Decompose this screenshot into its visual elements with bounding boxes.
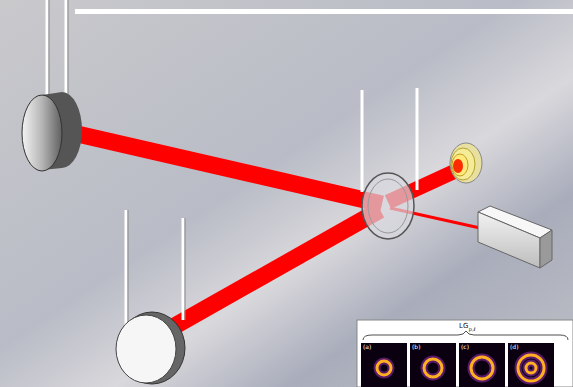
ring (518, 355, 544, 381)
ring (424, 359, 442, 377)
mirror (22, 0, 82, 171)
laser-beam (150, 210, 380, 340)
laser-source (478, 206, 552, 268)
beam-splitter (362, 88, 417, 239)
panel-label: (a) (363, 344, 371, 350)
ring-glow (377, 361, 391, 375)
ring-glow (471, 357, 493, 379)
ring-glow (518, 355, 544, 381)
mode-panel: (c) (459, 343, 505, 387)
mode-symbol: LG (459, 323, 468, 330)
top-bar (75, 9, 573, 14)
laser-beam (60, 130, 382, 204)
mode-panel: (d) (508, 343, 554, 387)
ring-glow (526, 363, 536, 373)
ring (377, 361, 391, 375)
detector (450, 143, 482, 183)
ring (526, 363, 536, 373)
ring-glow (424, 359, 442, 377)
mode-panel: (b) (410, 343, 456, 387)
ring (471, 357, 493, 379)
inset (357, 320, 573, 387)
panel-label: (c) (461, 344, 469, 350)
mode-panel: (a) (361, 343, 407, 387)
mirror (116, 210, 185, 384)
mode-subscript: p,ℓ (469, 327, 476, 332)
panel-label: (b) (412, 344, 421, 350)
panel-label: (d) (510, 344, 519, 350)
